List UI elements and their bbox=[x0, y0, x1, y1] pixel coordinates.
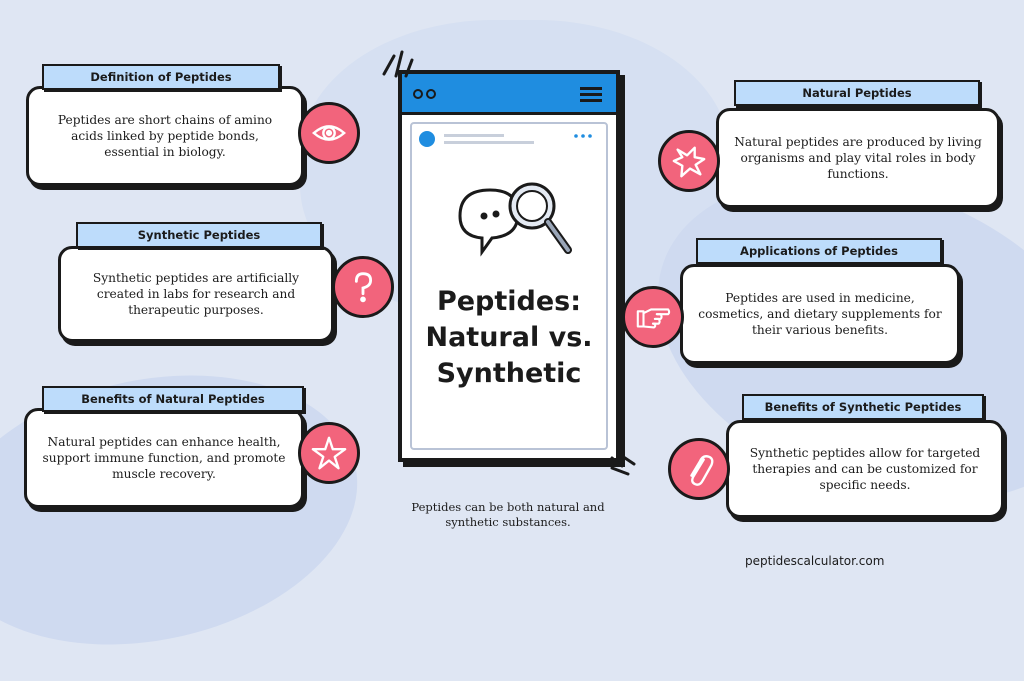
burst-icon bbox=[658, 130, 720, 192]
applications-heading: Applications of Peptides bbox=[696, 238, 942, 264]
natural-text: Natural peptides are produced by living … bbox=[734, 135, 982, 181]
benefits-synthetic-heading: Benefits of Synthetic Peptides bbox=[742, 394, 984, 420]
synthetic-card: Synthetic peptides are artificially crea… bbox=[58, 246, 334, 342]
phone-screen bbox=[410, 122, 608, 450]
pointing-hand-icon bbox=[622, 286, 684, 348]
benefits-natural-heading: Benefits of Natural Peptides bbox=[42, 386, 304, 412]
center-caption: Peptides can be both natural and synthet… bbox=[411, 500, 605, 529]
applications-text: Peptides are used in medicine, cosmetics… bbox=[698, 291, 942, 337]
natural-card: Natural peptides are produced by living … bbox=[716, 108, 1000, 208]
post-header-placeholder bbox=[419, 131, 592, 147]
star-icon bbox=[298, 422, 360, 484]
site-footer: peptidescalculator.com bbox=[745, 554, 885, 568]
definition-heading: Definition of Peptides bbox=[42, 64, 280, 90]
synthetic-heading: Synthetic Peptides bbox=[76, 222, 322, 248]
title-line-1: Peptides: bbox=[436, 286, 582, 317]
phone-header bbox=[402, 74, 616, 115]
menu-icon bbox=[580, 87, 602, 102]
definition-text: Peptides are short chains of amino acids… bbox=[57, 113, 273, 159]
accent-lines-icon bbox=[382, 50, 414, 78]
question-icon bbox=[332, 256, 394, 318]
eye-icon bbox=[298, 102, 360, 164]
benefits-synthetic-text: Synthetic peptides allow for targeted th… bbox=[749, 446, 981, 492]
natural-heading: Natural Peptides bbox=[734, 80, 980, 106]
infographic-title: Peptides: Natural vs. Synthetic bbox=[402, 284, 616, 392]
synthetic-text: Synthetic peptides are artificially crea… bbox=[92, 271, 300, 317]
benefits-natural-card: Natural peptides can enhance health, sup… bbox=[24, 408, 304, 508]
phone-mockup: Peptides: Natural vs. Synthetic bbox=[398, 70, 620, 462]
applications-card: Peptides are used in medicine, cosmetics… bbox=[680, 264, 960, 364]
definition-card: Peptides are short chains of amino acids… bbox=[26, 86, 304, 186]
benefits-synthetic-card: Synthetic peptides allow for targeted th… bbox=[726, 420, 1004, 518]
accent-lines-icon bbox=[610, 454, 636, 476]
chat-magnifier-icon bbox=[458, 182, 572, 257]
title-line-2: Natural vs. bbox=[425, 322, 593, 353]
title-line-3: Synthetic bbox=[436, 358, 582, 389]
benefits-natural-text: Natural peptides can enhance health, sup… bbox=[42, 435, 286, 481]
dots-icon bbox=[413, 89, 436, 99]
paperclip-icon bbox=[668, 438, 730, 500]
